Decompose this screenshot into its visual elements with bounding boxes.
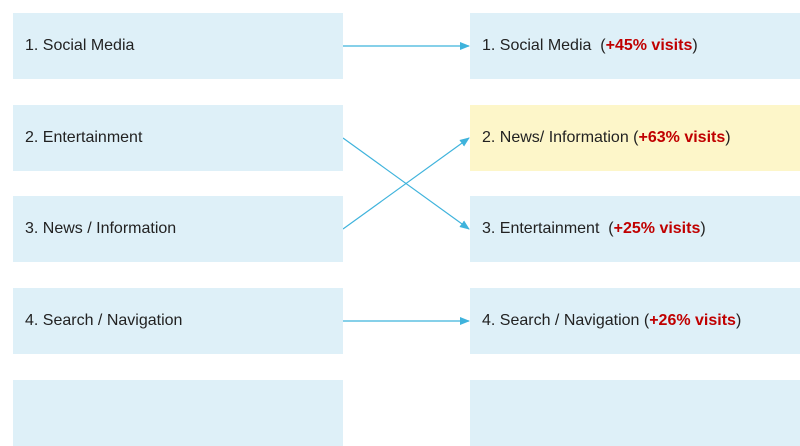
right-delta-wrap-1: (+45% visits) — [591, 37, 698, 54]
right-box-4: 4. Search / Navigation (+26% visits) — [470, 288, 800, 354]
right-box-3: 3. Entertainment (+25% visits) — [470, 196, 800, 262]
connector-group — [342, 42, 470, 325]
right-box-2: 2. News/ Information (+63% visits) — [470, 105, 800, 171]
right-label-3: 3. Entertainment — [482, 220, 600, 237]
right-label-4: 4. Search / Navigation — [482, 312, 640, 329]
connector-arrow-3 — [342, 137, 470, 230]
left-box-2: 2. Entertainment — [13, 105, 343, 171]
right-box-1: 1. Social Media (+45% visits) — [470, 13, 800, 79]
left-label-3: 3. News / Information — [25, 220, 177, 237]
connector-arrow-2 — [342, 137, 470, 230]
right-delta-wrap-4: (+26% visits) — [639, 312, 742, 329]
right-delta-1: +45% visits — [605, 37, 693, 54]
left-label-4: 4. Search / Navigation — [25, 312, 183, 329]
right-delta-wrap-3: (+25% visits) — [599, 220, 706, 237]
right-delta-wrap-2: (+63% visits) — [628, 129, 731, 146]
right-delta-3: +25% visits — [613, 220, 701, 237]
left-box-4: 4. Search / Navigation — [13, 288, 343, 354]
left-label-1: 1. Social Media — [25, 37, 135, 54]
left-box-1: 1. Social Media — [13, 13, 343, 79]
left-label-2: 2. Entertainment — [25, 129, 143, 146]
right-box-5 — [470, 380, 800, 446]
right-label-2: 2. News/ Information — [482, 129, 629, 146]
left-box-5 — [13, 380, 343, 446]
right-delta-2: +63% visits — [638, 129, 726, 146]
left-box-3: 3. News / Information — [13, 196, 343, 262]
right-label-1: 1. Social Media — [482, 37, 592, 54]
right-delta-4: +26% visits — [649, 312, 736, 329]
